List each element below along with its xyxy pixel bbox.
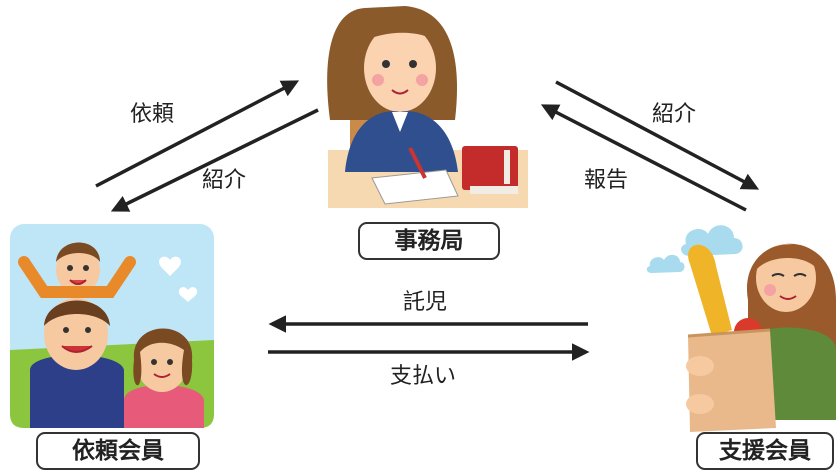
label-introduce-to-supporter: 紹介 xyxy=(652,102,697,127)
family-illustration xyxy=(10,224,214,428)
label-request: 依頼 xyxy=(130,102,175,127)
arrow-report xyxy=(540,104,747,212)
label-childcare: 託児 xyxy=(403,290,448,315)
arrow-request xyxy=(95,80,300,188)
office-label-box: 事務局 xyxy=(358,222,500,260)
requester-label-box: 依頼会員 xyxy=(36,432,200,470)
supporter-illustration xyxy=(646,225,836,432)
supporter-label-box: 支援会員 xyxy=(696,432,834,470)
arrow-introduce-to-requester xyxy=(110,108,319,212)
label-payment: 支払い xyxy=(390,364,457,389)
label-introduce-to-requester: 紹介 xyxy=(202,168,247,193)
office-worker-illustration xyxy=(327,6,528,208)
arrow-introduce-to-supporter xyxy=(555,80,760,190)
label-report: 報告 xyxy=(584,168,629,193)
